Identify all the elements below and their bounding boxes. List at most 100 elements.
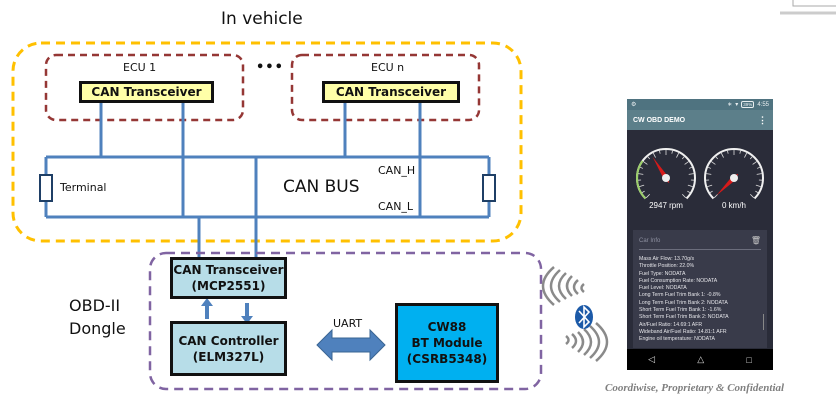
rpm-gauge-tick — [687, 190, 691, 193]
speed-gauge-tick — [711, 161, 716, 165]
speed-gauge-tick — [739, 150, 741, 154]
card-divider — [639, 249, 761, 250]
more-vert-icon[interactable]: ⋮ — [758, 114, 767, 125]
can-h-label: CAN_H — [378, 164, 416, 177]
terminal-resistor-right — [482, 174, 496, 202]
car-info-line: Mass Air Flow: 13.70g/s — [639, 256, 695, 262]
car-info-line: Throttle Position: 22.0% — [639, 263, 695, 270]
car-info-line: Long Term Fuel Trim Bank 1: -0.8% — [639, 292, 721, 299]
footer-confidential: Coordiwise, Proprietary & Confidential — [605, 382, 785, 394]
speed-gauge-tick — [707, 166, 712, 169]
ecu1-label: ECU 1 — [123, 61, 157, 74]
speed-gauge-tick — [755, 184, 761, 188]
speed-gauge-hub — [730, 174, 738, 182]
gauges-area: 2947 rpm 0 km/h — [627, 130, 773, 230]
rpm-gauge-hub — [662, 174, 670, 182]
home-icon[interactable]: △ — [697, 354, 705, 364]
rpm-gauge-tick — [639, 184, 645, 188]
app-title: CW OBD DEMO — [633, 116, 686, 124]
android-nav-bar: ◁ △ □ — [627, 349, 773, 370]
speed-gauge-tick — [720, 152, 724, 158]
dongle-transceiver-part: (MCP2551) — [191, 279, 266, 293]
ecun-group-border — [290, 53, 481, 122]
ecun-can-transceiver: CAN Transceiver — [322, 81, 460, 103]
can-l-label: CAN_L — [378, 200, 414, 213]
rpm-gauge-tick — [643, 161, 648, 165]
rpm-gauge-tick — [671, 150, 673, 154]
ecu1-group-border — [44, 53, 245, 122]
rpm-gauge-tick — [687, 184, 693, 188]
rpm-gauge-tick — [681, 156, 685, 160]
speed-gauge-tick — [709, 190, 713, 193]
dongle-can-transceiver: CAN Transceiver (MCP2551) — [170, 257, 287, 299]
bluetooth-status-icon: ∗ — [727, 102, 733, 108]
corner-artifact — [792, 0, 836, 7]
rpm-gauge-tick — [645, 193, 651, 199]
clock: 4:55 — [757, 101, 769, 108]
spi-arrows — [201, 298, 253, 324]
trash-icon[interactable]: 🗑 — [750, 236, 761, 245]
speed-gauge-tick — [755, 190, 759, 193]
ecun-label: ECU n — [371, 61, 405, 74]
dongle-controller-part: (ELM327L) — [192, 349, 265, 364]
can-bus-label: CAN BUS — [283, 177, 360, 197]
dongle-transceiver-title: CAN Transceiver — [173, 263, 284, 277]
bt-module: CW88 BT Module (CSRB5348) — [395, 303, 499, 383]
car-info-line: Wideband Air/Fuel Ratio: 14.81:1 AFR — [639, 328, 727, 335]
speed-gauge-tick — [715, 156, 719, 160]
rpm-gauge-tick — [676, 152, 680, 158]
uart-label: UART — [333, 317, 363, 330]
dongle-controller-title: CAN Controller — [178, 333, 279, 348]
car-info-line: Long Term Fuel Trim Bank 2: NODATA — [639, 299, 728, 306]
rpm-gauge-tick — [652, 152, 656, 158]
car-info-title: Car Info — [639, 237, 661, 244]
speed-gauge-tick — [707, 184, 713, 188]
car-info-line: Air/Fuel Ratio: 14.69:1 AFR — [639, 321, 703, 328]
car-info-line: Short Term Fuel Trim Bank 2: NODATA — [639, 314, 729, 321]
dongle-can-controller: CAN Controller (ELM327L) — [170, 321, 287, 376]
ecu-ellipsis: ••• — [256, 60, 284, 75]
speed-gauge-tick — [756, 166, 761, 169]
rpm-gauge-green-zone — [636, 160, 647, 200]
terminal-label: Terminal — [60, 181, 107, 194]
bt-module-part: (CSRB5348) — [406, 352, 488, 366]
gauges-svg — [636, 148, 764, 200]
car-info-line: Short Term Fuel Trim Bank 1: -1.6% — [639, 307, 722, 314]
terminal-resistor-left — [39, 174, 53, 202]
wireless-waves-icon — [541, 266, 609, 362]
speed-gauge-arc — [704, 148, 764, 200]
settings-status-icon: ⚙ — [631, 102, 637, 108]
speed-gauge-tick — [749, 156, 753, 160]
rpm-gauge-tick — [688, 173, 694, 175]
car-info-line: Engine oil temperature: NODATA — [639, 336, 715, 343]
car-info-line: Fuel Consumption Rate: NODATA — [639, 277, 718, 284]
bt-module-line2: BT Module — [411, 336, 483, 350]
uart-double-arrow — [316, 328, 386, 362]
rpm-gauge-tick — [684, 161, 689, 165]
status-bar: ⚙ ∗ ▾ 39% 4:55 — [627, 99, 773, 110]
rpm-gauge-tick — [659, 150, 661, 154]
vehicle-group-label: In vehicle — [221, 9, 303, 29]
rpm-readout: 2947 rpm — [649, 201, 683, 210]
phone-screen: ⚙ ∗ ▾ 39% 4:55 CW OBD DEMO ⋮ 2947 rpm 0 … — [627, 99, 773, 370]
wifi-signal-icon: ▾ — [735, 102, 739, 108]
can-bus-wiring — [44, 100, 491, 257]
speed-gauge-tick — [752, 161, 757, 165]
rpm-gauge-tick — [647, 156, 651, 160]
bluetooth-icon — [575, 305, 593, 329]
card-scrollbar[interactable] — [763, 314, 764, 330]
dongle-label-line2: Dongle — [69, 319, 126, 338]
bt-module-line1: CW88 — [427, 320, 467, 334]
speed-gauge-tick — [749, 193, 755, 199]
car-info-line: Fuel Level: NODATA — [639, 285, 687, 292]
speed-gauge-tick — [744, 152, 748, 158]
speed-gauge-tick — [756, 173, 762, 175]
rpm-gauge-tick — [688, 166, 693, 169]
rpm-gauge-tick — [641, 190, 645, 193]
recents-icon[interactable]: □ — [746, 354, 752, 365]
dongle-label-line1: OBD-II — [69, 296, 121, 315]
back-icon[interactable]: ◁ — [648, 354, 656, 364]
rpm-gauge-tick — [638, 173, 644, 175]
